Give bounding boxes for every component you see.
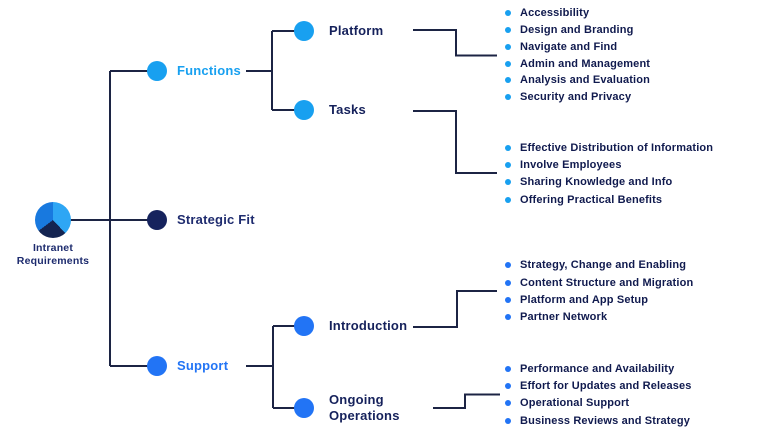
bullet-icon [505, 179, 511, 186]
leaf-item[interactable]: Effort for Updates and Releases [505, 377, 692, 394]
leaf-item-label: Effort for Updates and Releases [520, 380, 692, 393]
bullet-icon [505, 383, 511, 390]
leaf-item-label: Performance and Availability [520, 362, 675, 375]
node-functions-label[interactable]: Functions [177, 62, 241, 78]
leaf-item[interactable]: Content Structure and Migration [505, 274, 693, 291]
node-ongoing-operations-circle[interactable] [294, 398, 314, 418]
leaf-item[interactable]: Business Reviews and Strategy [505, 412, 692, 429]
leaf-item[interactable]: Navigate and Find [505, 39, 650, 56]
platform-items-list: Accessibility Design and Branding Naviga… [505, 5, 650, 106]
leaf-item-label: Design and Branding [520, 24, 634, 37]
bullet-icon [505, 27, 511, 34]
root-node-label[interactable]: Intranet Requirements [16, 242, 90, 268]
node-introduction-label[interactable]: Introduction [329, 317, 408, 333]
leaf-item[interactable]: Platform and App Setup [505, 291, 693, 308]
bullet-icon [505, 279, 511, 286]
bullet-icon [505, 196, 511, 203]
node-support-label[interactable]: Support [177, 357, 229, 373]
bullet-icon [505, 314, 511, 321]
leaf-item[interactable]: Sharing Knowledge and Info [505, 174, 713, 191]
leaf-item-label: Strategy, Change and Enabling [520, 259, 687, 272]
leaf-item-label: Accessibility [520, 7, 590, 20]
connector-support-children [246, 325, 296, 409]
node-platform-label[interactable]: Platform [329, 22, 384, 38]
leaf-item-label: Analysis and Evaluation [520, 74, 650, 87]
leaf-item-label: Effective Distribution of Information [520, 141, 714, 154]
node-ongoing-operations-label[interactable]: Ongoing Operations [329, 391, 400, 423]
tasks-items-list: Effective Distribution of Information In… [505, 139, 713, 209]
leaf-item-label: Business Reviews and Strategy [520, 414, 691, 427]
leaf-item[interactable]: Design and Branding [505, 22, 650, 39]
bullet-icon [505, 144, 511, 151]
node-tasks-label[interactable]: Tasks [329, 101, 366, 117]
leaf-item-label: Involve Employees [520, 159, 622, 172]
ongoing-operations-items-list: Performance and Availability Effort for … [505, 360, 692, 430]
leaf-item[interactable]: Analysis and Evaluation [505, 72, 650, 89]
connector-root-trunk [70, 70, 150, 367]
bullet-icon [505, 77, 511, 84]
node-introduction-circle[interactable] [294, 316, 314, 336]
leaf-item[interactable]: Offering Practical Benefits [505, 191, 713, 208]
leaf-item-label: Platform and App Setup [520, 293, 649, 306]
node-strategic-fit-circle[interactable] [147, 210, 167, 230]
leaf-item-label: Admin and Management [520, 57, 651, 70]
leaf-item-label: Offering Practical Benefits [520, 193, 663, 206]
connector-ongoing-list [433, 393, 500, 409]
leaf-item[interactable]: Security and Privacy [505, 89, 650, 106]
bullet-icon [505, 43, 511, 50]
connector-functions-children [246, 30, 296, 111]
node-platform-circle[interactable] [294, 21, 314, 41]
leaf-item[interactable]: Admin and Management [505, 55, 650, 72]
bullet-icon [505, 162, 511, 169]
leaf-item[interactable]: Strategy, Change and Enabling [505, 257, 693, 274]
leaf-item-label: Operational Support [520, 397, 630, 410]
bullet-icon [505, 365, 511, 372]
leaf-item[interactable]: Performance and Availability [505, 360, 692, 377]
leaf-item-label: Partner Network [520, 311, 608, 324]
node-functions-circle[interactable] [147, 61, 167, 81]
bullet-icon [505, 94, 511, 101]
bullet-icon [505, 262, 511, 269]
node-strategic-fit-label[interactable]: Strategic Fit [177, 211, 255, 227]
bullet-icon [505, 10, 511, 17]
connector-tasks-list [413, 110, 497, 174]
connector-introduction-list [413, 290, 497, 328]
leaf-item[interactable]: Accessibility [505, 5, 650, 22]
node-tasks-circle[interactable] [294, 100, 314, 120]
leaf-item[interactable]: Partner Network [505, 309, 693, 326]
leaf-item-label: Content Structure and Migration [520, 276, 694, 289]
bullet-icon [505, 296, 511, 303]
introduction-items-list: Strategy, Change and Enabling Content St… [505, 257, 693, 327]
bullet-icon [505, 60, 511, 67]
leaf-item[interactable]: Involve Employees [505, 156, 713, 173]
leaf-item-label: Security and Privacy [520, 91, 632, 104]
node-support-circle[interactable] [147, 356, 167, 376]
pie-chart-icon[interactable] [35, 202, 71, 238]
leaf-item[interactable]: Effective Distribution of Information [505, 139, 713, 156]
leaf-item-label: Sharing Knowledge and Info [520, 176, 673, 189]
bullet-icon [505, 417, 511, 424]
connector-platform-list [413, 29, 497, 57]
leaf-item[interactable]: Operational Support [505, 395, 692, 412]
bullet-icon [505, 400, 511, 407]
leaf-item-label: Navigate and Find [520, 40, 618, 53]
